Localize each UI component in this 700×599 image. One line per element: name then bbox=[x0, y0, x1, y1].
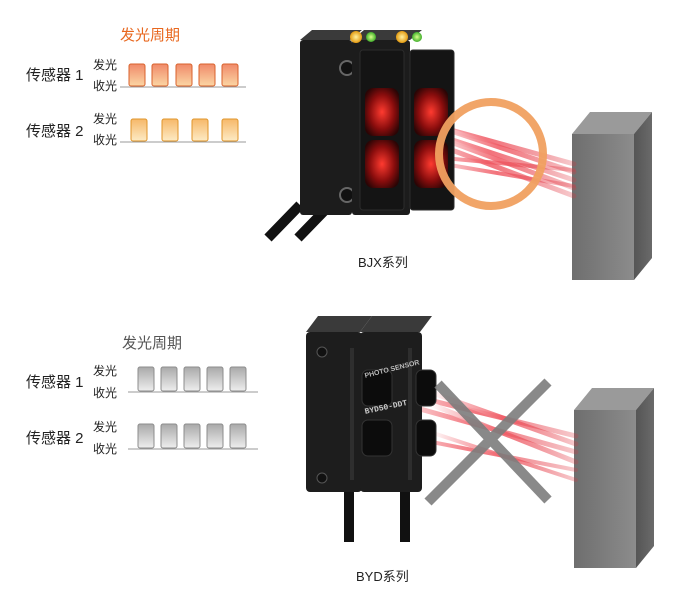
top-pulse-diagram bbox=[120, 63, 246, 143]
top-sensor2-label: 传感器 2 bbox=[26, 123, 84, 140]
interference-blocked-cross bbox=[424, 378, 552, 506]
bottom-sensor2-label: 传感器 2 bbox=[26, 430, 84, 447]
bottom-sensor1-recv-label: 收光 bbox=[93, 386, 118, 400]
top-sensor1-emit-pulses bbox=[128, 63, 239, 87]
bjx-sensor-device bbox=[264, 30, 455, 242]
bottom-pulse-diagram bbox=[128, 366, 258, 450]
top-sensor2-emit-pulses bbox=[130, 118, 239, 142]
bottom-period-title: 发光周期 bbox=[122, 335, 183, 352]
bottom-sensor1-emit-label: 发光 bbox=[93, 364, 118, 378]
top-sensor1-recv-label: 收光 bbox=[93, 79, 118, 93]
top-sensor2-recv-label: 收光 bbox=[93, 133, 118, 147]
top-sensor1-emit-label: 发光 bbox=[93, 58, 118, 72]
bottom-sensor1-emit-pulses bbox=[137, 366, 247, 392]
top-period-title: 发光周期 bbox=[120, 27, 181, 44]
interference-highlight-circle bbox=[435, 98, 547, 210]
bottom-caption: BYD系列 bbox=[356, 569, 409, 584]
bottom-target-block bbox=[574, 388, 654, 568]
bottom-sensor1-label: 传感器 1 bbox=[26, 374, 84, 391]
top-target-block bbox=[572, 112, 652, 280]
top-sensor1-label: 传感器 1 bbox=[26, 67, 84, 84]
byd-sensor-device bbox=[306, 316, 437, 542]
bottom-sensor2-emit-pulses bbox=[137, 423, 247, 449]
bottom-sensor2-emit-label: 发光 bbox=[93, 420, 118, 434]
bottom-sensor2-recv-label: 收光 bbox=[93, 442, 118, 456]
top-sensor2-emit-label: 发光 bbox=[93, 112, 118, 126]
top-caption: BJX系列 bbox=[358, 255, 408, 270]
